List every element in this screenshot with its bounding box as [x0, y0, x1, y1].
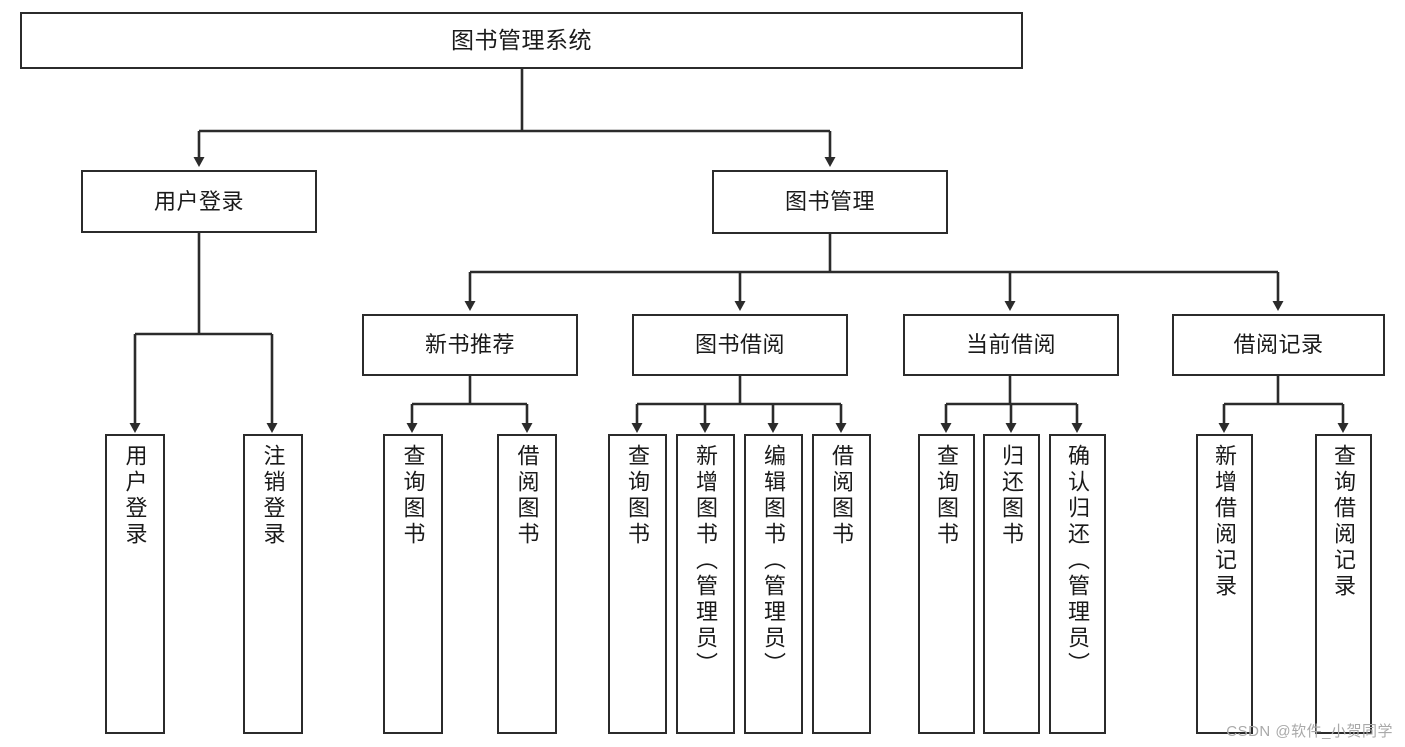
node-user-login[interactable]: 用户登录	[81, 170, 317, 233]
leaf-query-borrow-record-label: 查询借阅记录	[1331, 444, 1357, 600]
leaf-query-borrow-record[interactable]: 查询借阅记录	[1315, 434, 1372, 734]
leaf-logout-label: 注销登录	[260, 444, 286, 548]
leaf-query-book-current-label: 查询图书	[934, 444, 960, 548]
leaf-query-book-recommend[interactable]: 查询图书	[383, 434, 443, 734]
leaf-query-book-borrow-label: 查询图书	[625, 444, 651, 548]
leaf-borrow-book-recommend-label: 借阅图书	[514, 444, 540, 548]
node-book-borrow[interactable]: 图书借阅	[632, 314, 848, 376]
node-user-login-label: 用户登录	[153, 188, 244, 214]
leaf-borrow-book[interactable]: 借阅图书	[812, 434, 871, 734]
node-book-management[interactable]: 图书管理	[712, 170, 948, 234]
leaf-borrow-book-label: 借阅图书	[829, 444, 855, 548]
node-current-borrow-label: 当前借阅	[965, 332, 1056, 358]
leaf-edit-book-admin[interactable]: 编辑图书（管理员）	[744, 434, 803, 734]
node-book-borrow-label: 图书借阅	[694, 332, 785, 358]
leaf-add-borrow-record[interactable]: 新增借阅记录	[1196, 434, 1253, 734]
node-root[interactable]: 图书管理系统	[20, 12, 1023, 69]
node-book-management-label: 图书管理	[784, 189, 875, 215]
leaf-add-book-admin[interactable]: 新增图书（管理员）	[676, 434, 735, 734]
leaf-query-book-borrow[interactable]: 查询图书	[608, 434, 667, 734]
leaf-user-login[interactable]: 用户登录	[105, 434, 165, 734]
leaf-edit-book-admin-label: 编辑图书（管理员）	[761, 444, 787, 678]
node-root-label: 图书管理系统	[451, 26, 592, 53]
node-current-borrow[interactable]: 当前借阅	[903, 314, 1119, 376]
node-borrow-record-label: 借阅记录	[1233, 332, 1324, 358]
leaf-return-book-label: 归还图书	[999, 444, 1025, 548]
node-new-book-recommend[interactable]: 新书推荐	[362, 314, 578, 376]
watermark: CSDN @软件_小贺同学	[1226, 723, 1393, 740]
leaf-confirm-return-admin[interactable]: 确认归还（管理员）	[1049, 434, 1106, 734]
leaf-return-book[interactable]: 归还图书	[983, 434, 1040, 734]
node-borrow-record[interactable]: 借阅记录	[1172, 314, 1385, 376]
leaf-add-book-admin-label: 新增图书（管理员）	[693, 444, 719, 678]
leaf-add-borrow-record-label: 新增借阅记录	[1212, 444, 1238, 600]
node-new-book-recommend-label: 新书推荐	[424, 332, 515, 358]
leaf-query-book-current[interactable]: 查询图书	[918, 434, 975, 734]
leaf-borrow-book-recommend[interactable]: 借阅图书	[497, 434, 557, 734]
leaf-logout[interactable]: 注销登录	[243, 434, 303, 734]
leaf-confirm-return-admin-label: 确认归还（管理员）	[1065, 444, 1091, 678]
leaf-query-book-recommend-label: 查询图书	[400, 444, 426, 548]
leaf-user-login-label: 用户登录	[122, 444, 148, 548]
